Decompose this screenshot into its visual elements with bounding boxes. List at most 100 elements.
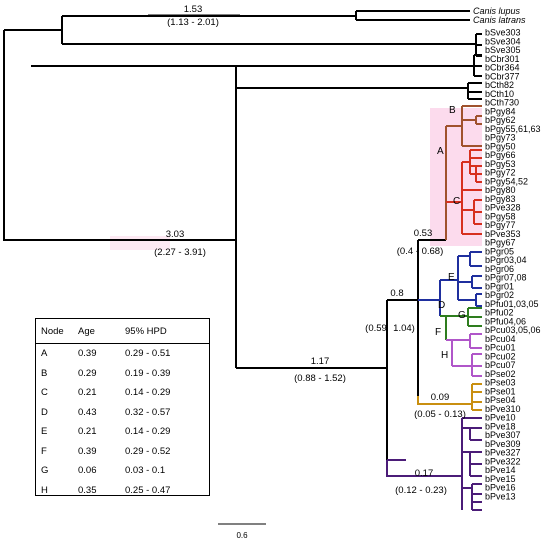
branch-clade-b [446, 105, 482, 147]
tip-label: bPgr02 [485, 290, 514, 300]
tip-label: bPve309 [485, 439, 521, 449]
legend-cell-age: 0.39 [78, 348, 97, 360]
age-root: 1.53 [184, 4, 203, 15]
branch-clade-c [446, 149, 482, 235]
tip-label: bPve10 [485, 413, 516, 423]
tip-label: bPve14 [485, 465, 516, 475]
tip-label: bPve353 [485, 229, 521, 239]
tip-label: bPgr01 [485, 281, 514, 291]
tip-label: bPgy58 [485, 211, 516, 221]
tip-label: bPgr07,08 [485, 273, 527, 283]
branch-to-cbr [31, 65, 237, 88]
legend-cell-age: 0.43 [78, 406, 97, 418]
legend-header-age: Age [78, 325, 95, 337]
tip-label: bPgy73 [485, 133, 516, 143]
highlight-clade-a [430, 108, 482, 246]
tip-label: bSve303 [485, 28, 521, 38]
legend-cell-age: 0.39 [78, 445, 97, 457]
legend-cell-hpd: 0.25 - 0.47 [125, 484, 171, 496]
legend-cell-node: C [41, 387, 48, 399]
branch-clade-gold [417, 383, 482, 411]
tip-label: bCbr364 [485, 63, 520, 73]
tip-label: bPse04 [485, 395, 516, 405]
legend-header-hpd: 95% HPD [125, 325, 167, 337]
legend-cell-hpd: 0.14 - 0.29 [125, 426, 171, 438]
tip-label: bPgy67 [485, 238, 516, 248]
legend-cell-age: 0.06 [78, 465, 97, 477]
tip-label: bPse02 [485, 369, 516, 379]
hpd-017: (0.12 - 0.23) [395, 485, 447, 496]
legend-cell-hpd: 0.14 - 0.29 [125, 387, 171, 399]
hpd-303: (2.27 - 3.91) [154, 247, 206, 258]
tip-label: bPgy66 [485, 150, 516, 160]
legend-cell-node: D [41, 406, 48, 418]
tip-label: bPve18 [485, 421, 516, 431]
legend-cell-age: 0.35 [78, 484, 97, 496]
tip-label: bPgy55,61,63 [485, 124, 541, 134]
tip-label: bPcu07 [485, 360, 516, 370]
tip-label: bCbr377 [485, 71, 520, 81]
legend-header-row: Node Age 95% HPD [36, 319, 209, 344]
tip-label: bPgr06 [485, 264, 514, 274]
age-08: 0.8 [390, 288, 403, 299]
legend-cell-hpd: 0.29 - 0.51 [125, 348, 171, 360]
node-letter-c: C [453, 196, 460, 207]
node-age-labels: 1.53 (1.13 - 2.01) 3.03 (2.27 - 3.91) 1.… [148, 4, 466, 496]
tip-label: bSve304 [485, 36, 521, 46]
hpd-009: (0.05 - 0.13) [414, 409, 466, 420]
hpd-08-lower: (0.59 [365, 323, 387, 334]
tip-label: bPfu01,03,05 [485, 299, 539, 309]
age-117: 1.17 [311, 356, 330, 367]
branch-main-to-303 [3, 154, 236, 241]
tree-branches [3, 10, 482, 511]
tip-canis-latrans: Canis latrans [473, 15, 526, 25]
tip-label: bPgy62 [485, 115, 516, 125]
branch-to-sve [475, 33, 482, 57]
tip-label: bPcu01 [485, 343, 516, 353]
tip-label: bPve327 [485, 448, 521, 458]
tip-labels: bSve303bSve304bSve305bCbr301bCbr364bCbr3… [485, 28, 541, 502]
tip-label: bCth82 [485, 80, 514, 90]
tip-label: bCbr301 [485, 54, 520, 64]
tip-label: bPgy77 [485, 220, 516, 230]
scale-bar: 0.6 [218, 523, 266, 540]
legend-row: E 0.21 0.14 - 0.29 [36, 422, 209, 442]
branch-f [440, 315, 447, 340]
legend-cell-node: G [41, 465, 49, 477]
legend-cell-hpd: 0.29 - 0.52 [125, 445, 171, 457]
age-303: 3.03 [166, 229, 185, 240]
legend-row: H 0.35 0.25 - 0.47 [36, 481, 209, 501]
branch-d [418, 280, 441, 316]
tip-label: bPve16 [485, 483, 516, 493]
tip-label: bPcu02 [485, 351, 516, 361]
branch-clade-purple [386, 417, 482, 511]
tip-label: bPcu03,05,06 [485, 325, 541, 335]
legend-cell-node: H [41, 484, 48, 496]
legend-cell-node: E [41, 426, 48, 438]
outgroup-tip-labels: Canis lupus Canis latrans [473, 6, 526, 25]
tip-label: bPgy53 [485, 159, 516, 169]
branch-08 [387, 240, 419, 396]
tip-label: bCth730 [485, 98, 519, 108]
tip-label: bPgy50 [485, 141, 516, 151]
branch-clade-e [440, 251, 482, 307]
tip-label: bPve15 [485, 474, 516, 484]
node-letter-a: A [437, 146, 444, 157]
hpd-08-upper: 1.04) [393, 323, 415, 334]
tip-label: bPve307 [485, 430, 521, 440]
tip-label: bPgr05 [485, 246, 514, 256]
legend-cell-age: 0.21 [78, 426, 97, 438]
tip-label: bPfu04,06 [485, 316, 526, 326]
legend-cell-node: A [41, 348, 48, 360]
branch-clade-g [446, 307, 482, 327]
tip-label: bSve305 [485, 45, 521, 55]
branch-to-cth [236, 82, 482, 100]
legend-header-node: Node [41, 325, 64, 337]
